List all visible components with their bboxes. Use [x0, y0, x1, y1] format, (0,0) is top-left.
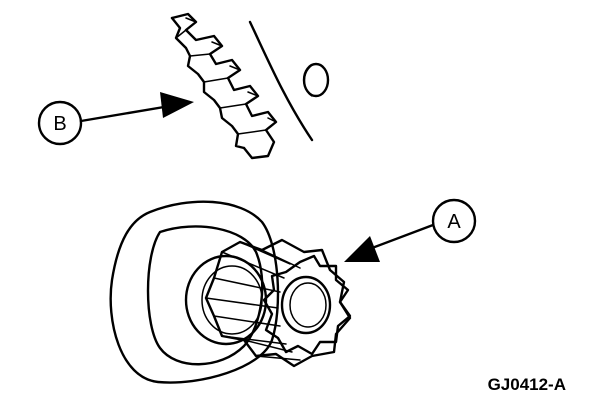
callout-b-arrowhead	[160, 92, 194, 118]
figure-id-label: GJ0412-A	[488, 375, 566, 394]
clutch-housing-face	[146, 225, 264, 366]
ring-gear-tooth-roots	[170, 16, 246, 150]
pinion-front-teeth	[262, 254, 352, 356]
callout-b: B	[37, 92, 194, 146]
flywheel-rim-arc	[248, 20, 314, 142]
hub-inner-ring	[201, 265, 263, 335]
pinion-bore-outer	[280, 275, 332, 335]
hub-ring	[184, 254, 268, 346]
callout-b-circle	[37, 100, 83, 146]
callout-b-leader	[79, 104, 172, 123]
callout-a-circle	[431, 198, 477, 244]
callout-a-label: A	[447, 211, 461, 233]
ring-gear-tooth-faces	[175, 17, 277, 135]
ring-gear-teeth	[170, 12, 278, 160]
flywheel-ring-gear	[170, 12, 330, 160]
clutch-housing-outer	[109, 200, 280, 384]
callout-a-leader	[370, 223, 435, 250]
starter-drive-assembly	[109, 200, 352, 384]
pinion-bore-inner	[289, 282, 327, 328]
flywheel-dowel-shading	[303, 65, 313, 97]
callout-a-arrowhead	[344, 236, 380, 262]
callout-b-label: B	[53, 113, 66, 135]
pinion-tooth-grooves	[205, 241, 301, 361]
callout-a: A	[344, 198, 477, 262]
